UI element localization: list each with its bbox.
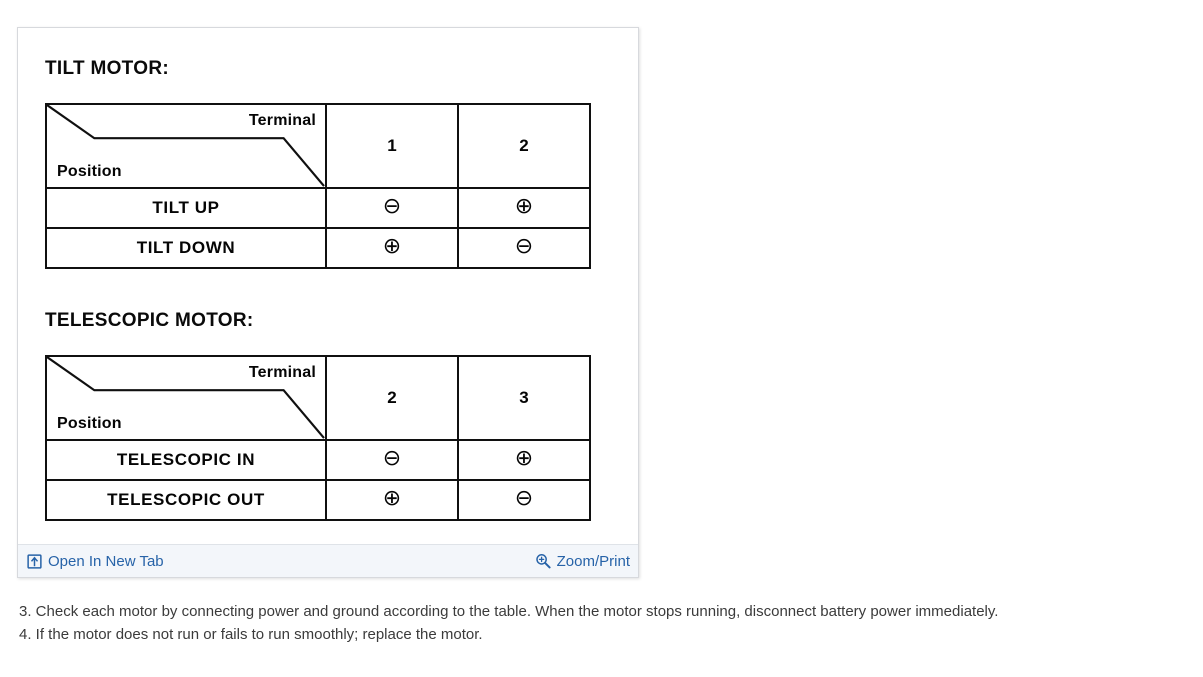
terminal-header-1: 2 [325, 355, 459, 441]
polarity-symbol: ⊕ [382, 234, 402, 259]
table-header-row: Terminal Position 1 2 [45, 103, 591, 189]
polarity-symbol-cell: ⊕ [325, 479, 459, 521]
section-heading-telescopic-motor: TELESCOPIC MOTOR: [45, 310, 254, 331]
scanned-diagram-image[interactable]: TILT MOTOR: Terminal Position 1 2 TILT U… [18, 28, 638, 544]
polarity-symbol: ⊖ [382, 194, 402, 219]
polarity-symbol: ⊖ [514, 234, 534, 259]
image-viewer-card: TILT MOTOR: Terminal Position 1 2 TILT U… [17, 27, 639, 578]
terminal-header-2: 3 [457, 355, 591, 441]
corner-position-label: Position [57, 163, 122, 180]
tilt-motor-table: Terminal Position 1 2 TILT UP ⊖ ⊕ [45, 103, 591, 269]
polarity-symbol-cell: ⊕ [325, 227, 459, 269]
open-in-new-tab-icon [27, 553, 42, 569]
polarity-symbol: ⊕ [382, 486, 402, 511]
open-in-new-tab-label: Open In New Tab [48, 552, 164, 570]
corner-position-label: Position [57, 415, 122, 432]
corner-terminal-label: Terminal [248, 364, 316, 381]
terminal-header-2: 2 [457, 103, 591, 189]
polarity-symbol-cell: ⊕ [457, 439, 591, 481]
terminal-header-1: 1 [325, 103, 459, 189]
position-label-cell: TELESCOPIC OUT [45, 479, 327, 521]
corner-header-cell: Terminal Position [45, 355, 327, 441]
zoom-print-label: Zoom/Print [556, 552, 630, 570]
table-row: TILT UP ⊖ ⊕ [45, 187, 591, 229]
polarity-symbol: ⊕ [514, 194, 534, 219]
corner-diagonal-divider-icon [47, 357, 325, 439]
section-heading-tilt-motor: TILT MOTOR: [45, 58, 169, 79]
polarity-symbol: ⊖ [382, 446, 402, 471]
position-label-cell: TELESCOPIC IN [45, 439, 327, 481]
corner-diagonal-divider-icon [47, 105, 325, 187]
instruction-line-3: 3. Check each motor by connecting power … [19, 603, 999, 620]
telescopic-motor-table: Terminal Position 2 3 TELESCOPIC IN ⊖ ⊕ [45, 355, 591, 521]
corner-terminal-label: Terminal [248, 112, 316, 129]
table-row: TELESCOPIC OUT ⊕ ⊖ [45, 479, 591, 521]
position-label-cell: TILT UP [45, 187, 327, 229]
corner-header-cell: Terminal Position [45, 103, 327, 189]
polarity-symbol: ⊕ [514, 446, 534, 471]
viewer-footer-bar: Open In New Tab Zoom/Print [18, 544, 638, 577]
instruction-list: 3. Check each motor by connecting power … [19, 601, 1194, 647]
zoom-print-link[interactable]: Zoom/Print [535, 553, 630, 570]
open-in-new-tab-link[interactable]: Open In New Tab [27, 553, 164, 570]
polarity-symbol-cell: ⊖ [457, 479, 591, 521]
polarity-symbol-cell: ⊕ [457, 187, 591, 229]
table-row: TELESCOPIC IN ⊖ ⊕ [45, 439, 591, 481]
position-label-cell: TILT DOWN [45, 227, 327, 269]
polarity-symbol-cell: ⊖ [325, 439, 459, 481]
instruction-line-4: 4. If the motor does not run or fails to… [19, 625, 483, 643]
polarity-symbol-cell: ⊖ [325, 187, 459, 229]
table-header-row: Terminal Position 2 3 [45, 355, 591, 441]
polarity-symbol-cell: ⊖ [457, 227, 591, 269]
table-row: TILT DOWN ⊕ ⊖ [45, 227, 591, 269]
polarity-symbol: ⊖ [514, 486, 534, 511]
magnifier-plus-icon [535, 554, 551, 569]
